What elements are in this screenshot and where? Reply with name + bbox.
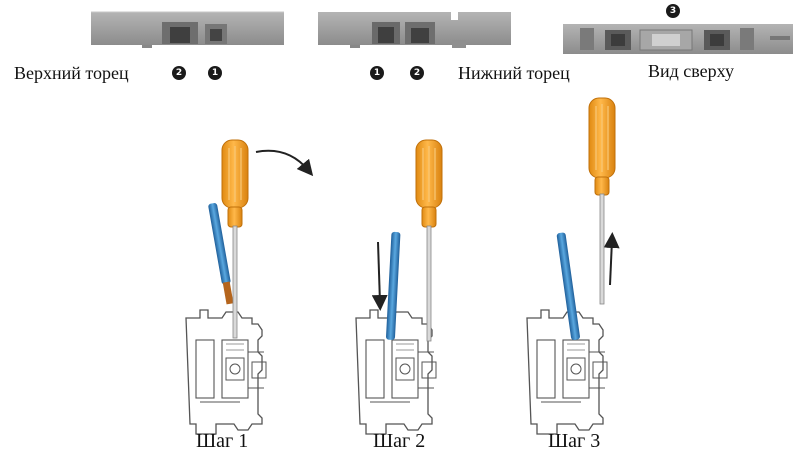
top-view-label: Вид сверху (648, 61, 734, 81)
lower-end-strip (318, 10, 511, 48)
step-3-illustration (526, 97, 620, 435)
badge-2-icon: 2 (172, 66, 186, 80)
badge-3-icon: 3 (666, 4, 680, 18)
down-arrow (371, 241, 388, 311)
step-1-label: Шаг 1 (196, 430, 249, 452)
up-arrow (603, 232, 620, 286)
badge-2-icon: 2 (410, 66, 424, 80)
step-2-illustration (355, 139, 443, 435)
lower-end-label: Нижний торец (458, 63, 570, 83)
step-2-label: Шаг 2 (373, 430, 426, 452)
rotate-arrow (255, 149, 314, 177)
badge-1-icon: 1 (370, 66, 384, 80)
top-view-strip (563, 24, 793, 54)
step-1-illustration (185, 139, 267, 435)
upper-end-label: Верхний торец (14, 63, 129, 83)
badge-1-icon: 1 (208, 66, 222, 80)
step-3-label: Шаг 3 (548, 430, 601, 452)
upper-end-strip (91, 11, 284, 48)
